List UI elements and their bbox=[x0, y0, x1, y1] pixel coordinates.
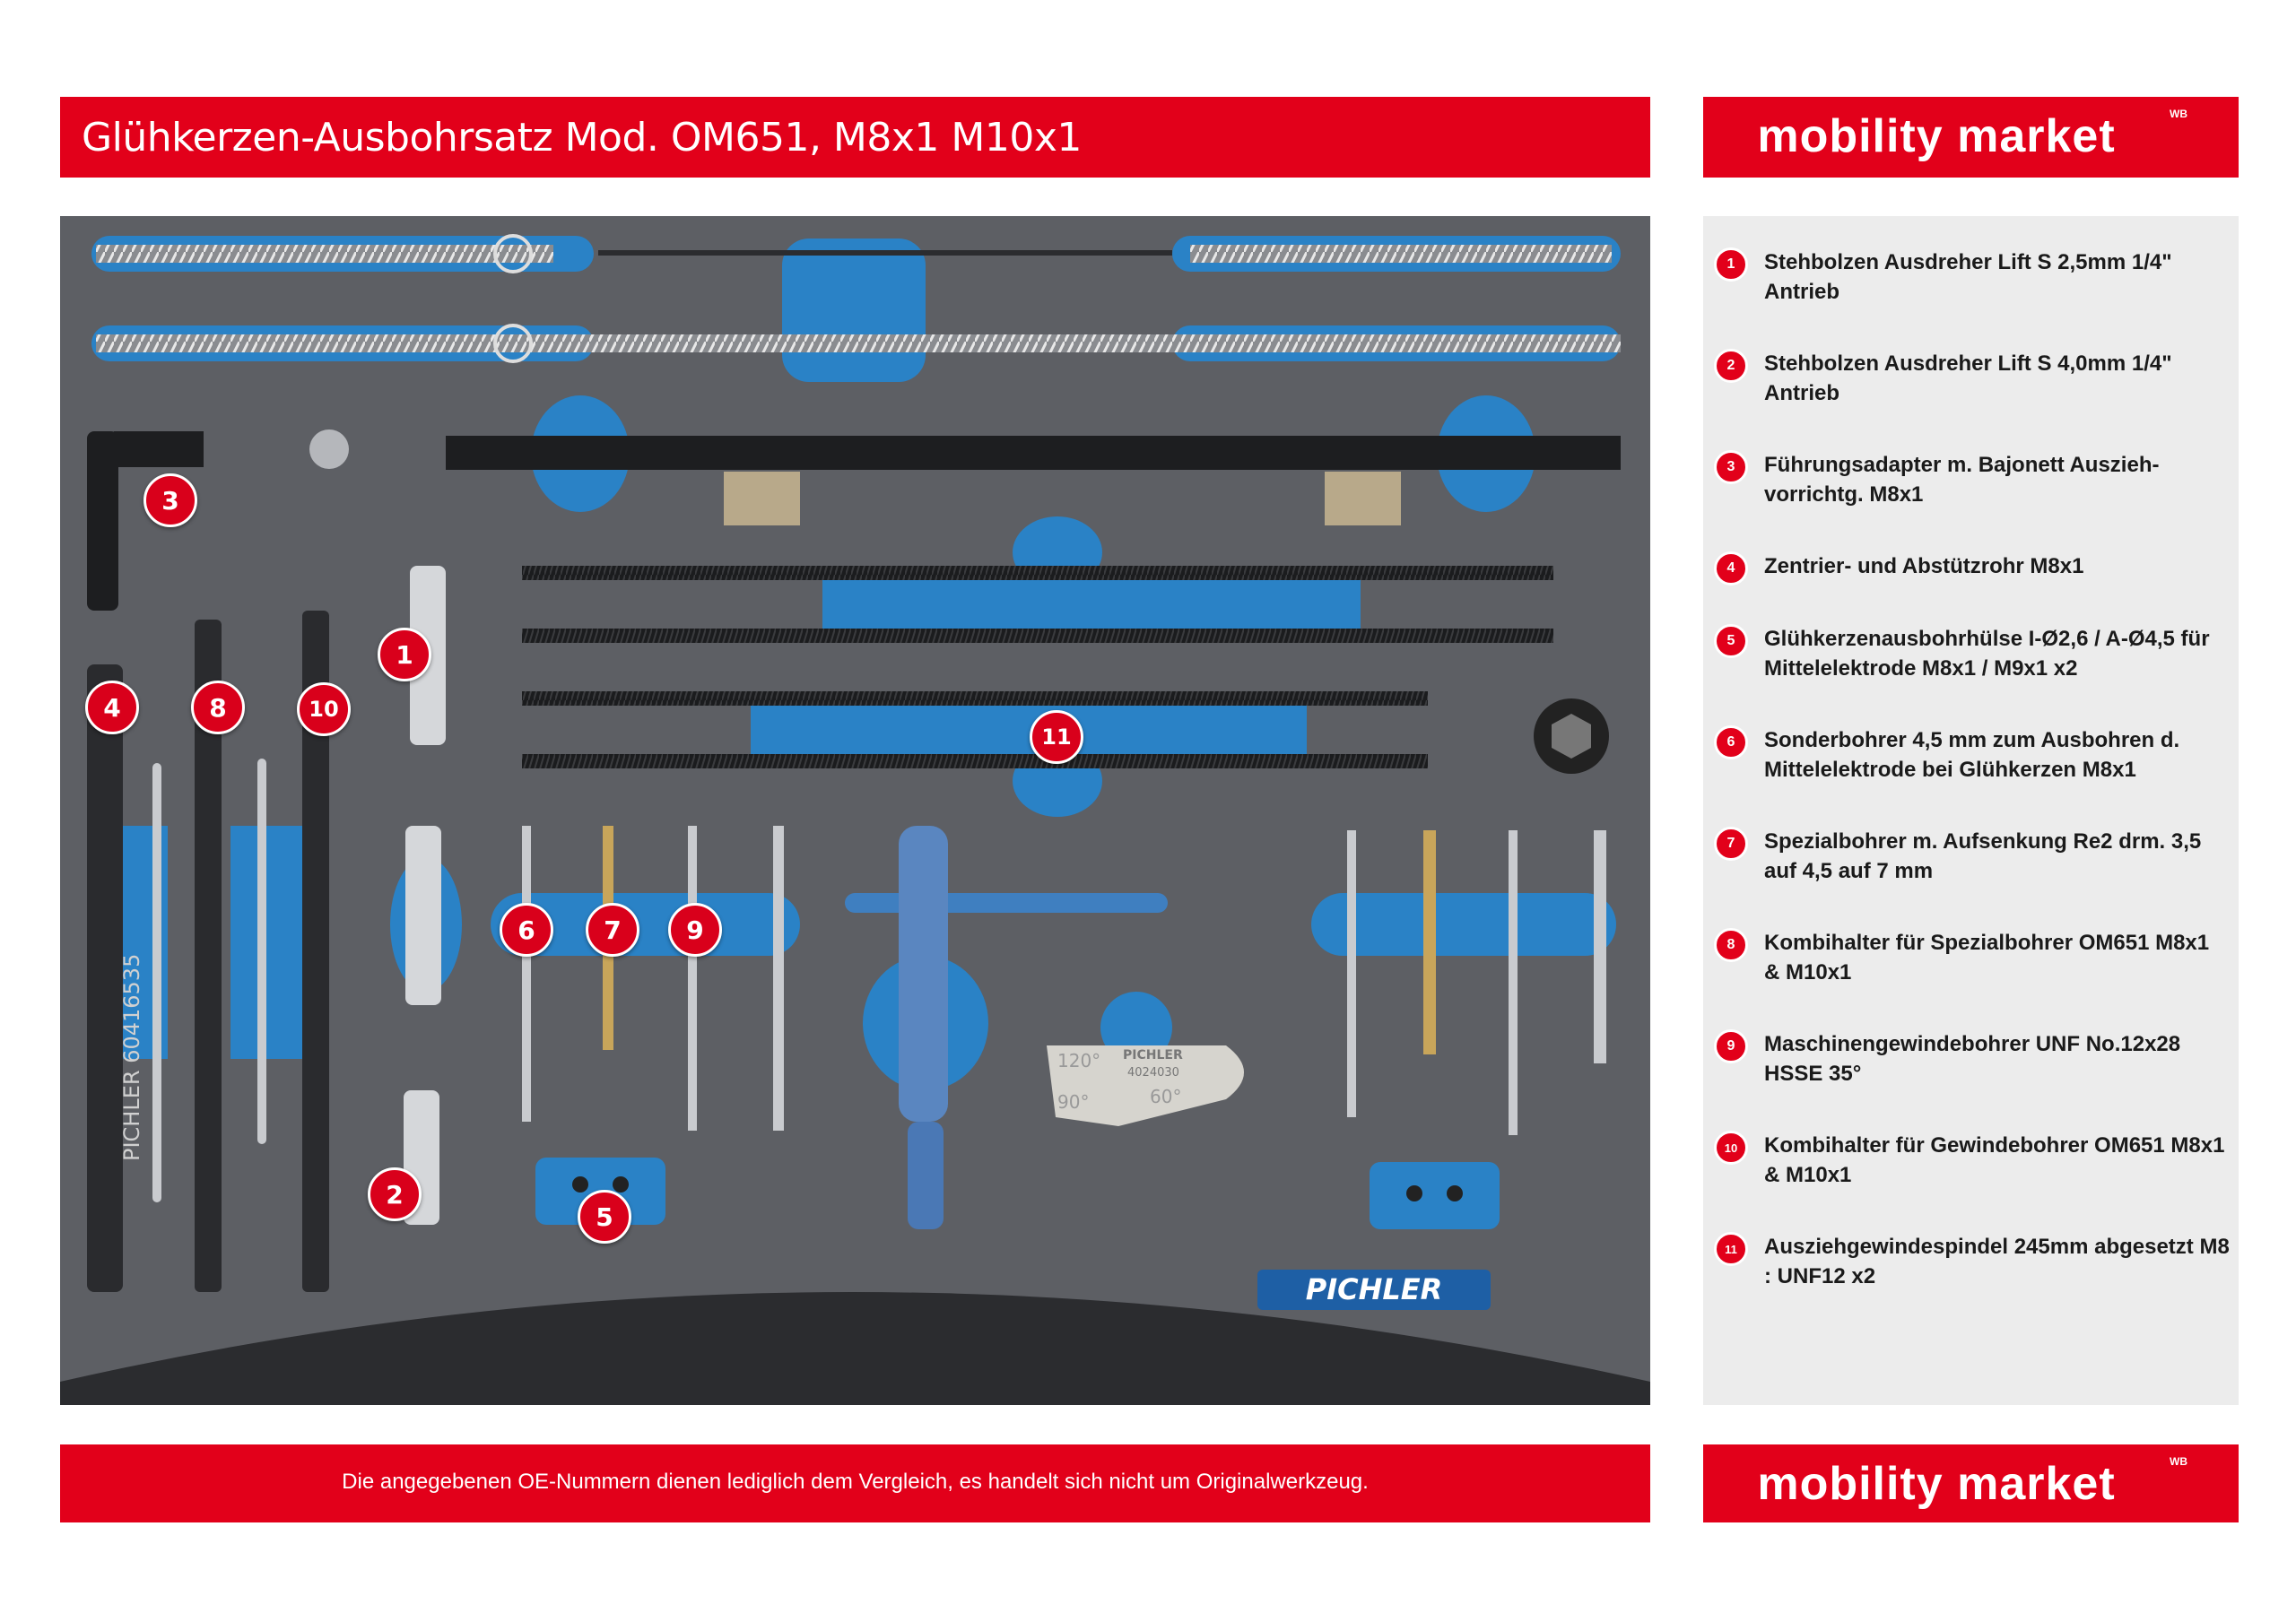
tool-case-illustration bbox=[60, 216, 1650, 1405]
legend-panel: 1 Stehbolzen Ausdreher Lift S 2,5mm 1/4" … bbox=[1703, 216, 2239, 1405]
marker-3: 3 bbox=[144, 473, 197, 527]
gauge-60-label: 60° bbox=[1150, 1086, 1182, 1107]
brand-logo-footer: mobility market WB bbox=[1703, 1444, 2239, 1522]
gauge-90-label: 90° bbox=[1057, 1091, 1090, 1113]
pichler-badge: PICHLER bbox=[1305, 1272, 1443, 1306]
legend-text: Sonderbohrer 4,5 mm zum Ausbohren d. Mit… bbox=[1764, 728, 2180, 782]
legend-number: 8 bbox=[1714, 928, 1748, 962]
gauge-number: 4024030 bbox=[1127, 1066, 1179, 1080]
footer-disclaimer: Die angegebenen OE-Nummern dienen ledigl… bbox=[342, 1470, 1369, 1494]
legend-text: Kombihalter für Gewindebohrer OM651 M8x1… bbox=[1764, 1133, 2225, 1187]
legend-item: 3 Führungsadapter m. Bajonett Auszieh-vor… bbox=[1714, 450, 2230, 509]
marker-9: 9 bbox=[668, 903, 722, 957]
legend-number: 6 bbox=[1714, 725, 1748, 759]
legend-item: 8 Kombihalter für Spezialbohrer OM651 M8x… bbox=[1714, 928, 2230, 987]
marker-5: 5 bbox=[578, 1190, 631, 1244]
legend-item: 10 Kombihalter für Gewindebohrer OM651 M8… bbox=[1714, 1131, 2230, 1190]
legend-number: 1 bbox=[1714, 247, 1748, 282]
brand-logo: mobility market WB bbox=[1703, 97, 2239, 178]
logo-mark: WB bbox=[2170, 1455, 2187, 1468]
marker-6: 6 bbox=[500, 903, 553, 957]
logo-mark: WB bbox=[2170, 108, 2187, 120]
marker-7: 7 bbox=[586, 903, 639, 957]
legend-item: 2 Stehbolzen Ausdreher Lift S 4,0mm 1/4" … bbox=[1714, 349, 2230, 408]
legend-number: 4 bbox=[1714, 551, 1748, 585]
legend-item: 11 Ausziehgewindespindel 245mm abgesetzt … bbox=[1714, 1232, 2230, 1291]
marker-11: 11 bbox=[1030, 710, 1083, 764]
legend-text: Stehbolzen Ausdreher Lift S 4,0mm 1/4" A… bbox=[1764, 351, 2172, 405]
footer-bar: Die angegebenen OE-Nummern dienen ledigl… bbox=[60, 1444, 1650, 1522]
logo-text: mobility market bbox=[1757, 1458, 2116, 1510]
marker-1: 1 bbox=[378, 628, 431, 681]
legend-number: 2 bbox=[1714, 349, 1748, 383]
legend-number: 9 bbox=[1714, 1029, 1748, 1063]
marker-8: 8 bbox=[191, 681, 245, 734]
legend-text: Spezialbohrer m. Aufsenkung Re2 drm. 3,5… bbox=[1764, 829, 2202, 883]
legend-text: Führungsadapter m. Bajonett Auszieh-vorr… bbox=[1764, 453, 2160, 507]
legend-item: 9 Maschinengewindebohrer UNF No.12x28 HSS… bbox=[1714, 1029, 2230, 1089]
page-title: Glühkerzen-Ausbohrsatz Mod. OM651, M8x1 … bbox=[82, 115, 1082, 160]
tube-imprint: PICHLER 60416535 bbox=[119, 953, 144, 1161]
legend-text: Ausziehgewindespindel 245mm abgesetzt M8… bbox=[1764, 1235, 2230, 1288]
legend-number: 11 bbox=[1714, 1232, 1748, 1266]
legend-text: Kombihalter für Spezialbohrer OM651 M8x1… bbox=[1764, 931, 2210, 984]
product-photo: PICHLER PICHLER 60416535 120° PICHLER 40… bbox=[60, 216, 1650, 1405]
logo-text: mobility market bbox=[1757, 110, 2116, 162]
legend-item: 7 Spezialbohrer m. Aufsenkung Re2 drm. 3,… bbox=[1714, 827, 2230, 886]
legend-text: Zentrier- und Abstützrohr M8x1 bbox=[1764, 554, 2084, 578]
legend-number: 10 bbox=[1714, 1131, 1748, 1165]
legend-number: 3 bbox=[1714, 450, 1748, 484]
marker-2: 2 bbox=[368, 1167, 422, 1221]
legend-item: 5 Glühkerzenausbohrhülse I-Ø2,6 / A-Ø4,5 … bbox=[1714, 624, 2230, 683]
legend-text: Glühkerzenausbohrhülse I-Ø2,6 / A-Ø4,5 f… bbox=[1764, 627, 2210, 681]
gauge-120-label: 120° bbox=[1057, 1050, 1101, 1071]
legend-text: Maschinengewindebohrer UNF No.12x28 HSSE… bbox=[1764, 1032, 2181, 1086]
marker-4: 4 bbox=[85, 681, 139, 734]
legend-text: Stehbolzen Ausdreher Lift S 2,5mm 1/4" A… bbox=[1764, 250, 2172, 304]
title-bar: Glühkerzen-Ausbohrsatz Mod. OM651, M8x1 … bbox=[60, 97, 1650, 178]
legend-item: 6 Sonderbohrer 4,5 mm zum Ausbohren d. Mi… bbox=[1714, 725, 2230, 785]
gauge-brand: PICHLER bbox=[1123, 1048, 1183, 1063]
marker-10: 10 bbox=[297, 682, 351, 736]
legend-item: 4 Zentrier- und Abstützrohr M8x1 bbox=[1714, 551, 2230, 585]
legend-item: 1 Stehbolzen Ausdreher Lift S 2,5mm 1/4" … bbox=[1714, 247, 2230, 307]
legend-number: 5 bbox=[1714, 624, 1748, 658]
legend-number: 7 bbox=[1714, 827, 1748, 861]
